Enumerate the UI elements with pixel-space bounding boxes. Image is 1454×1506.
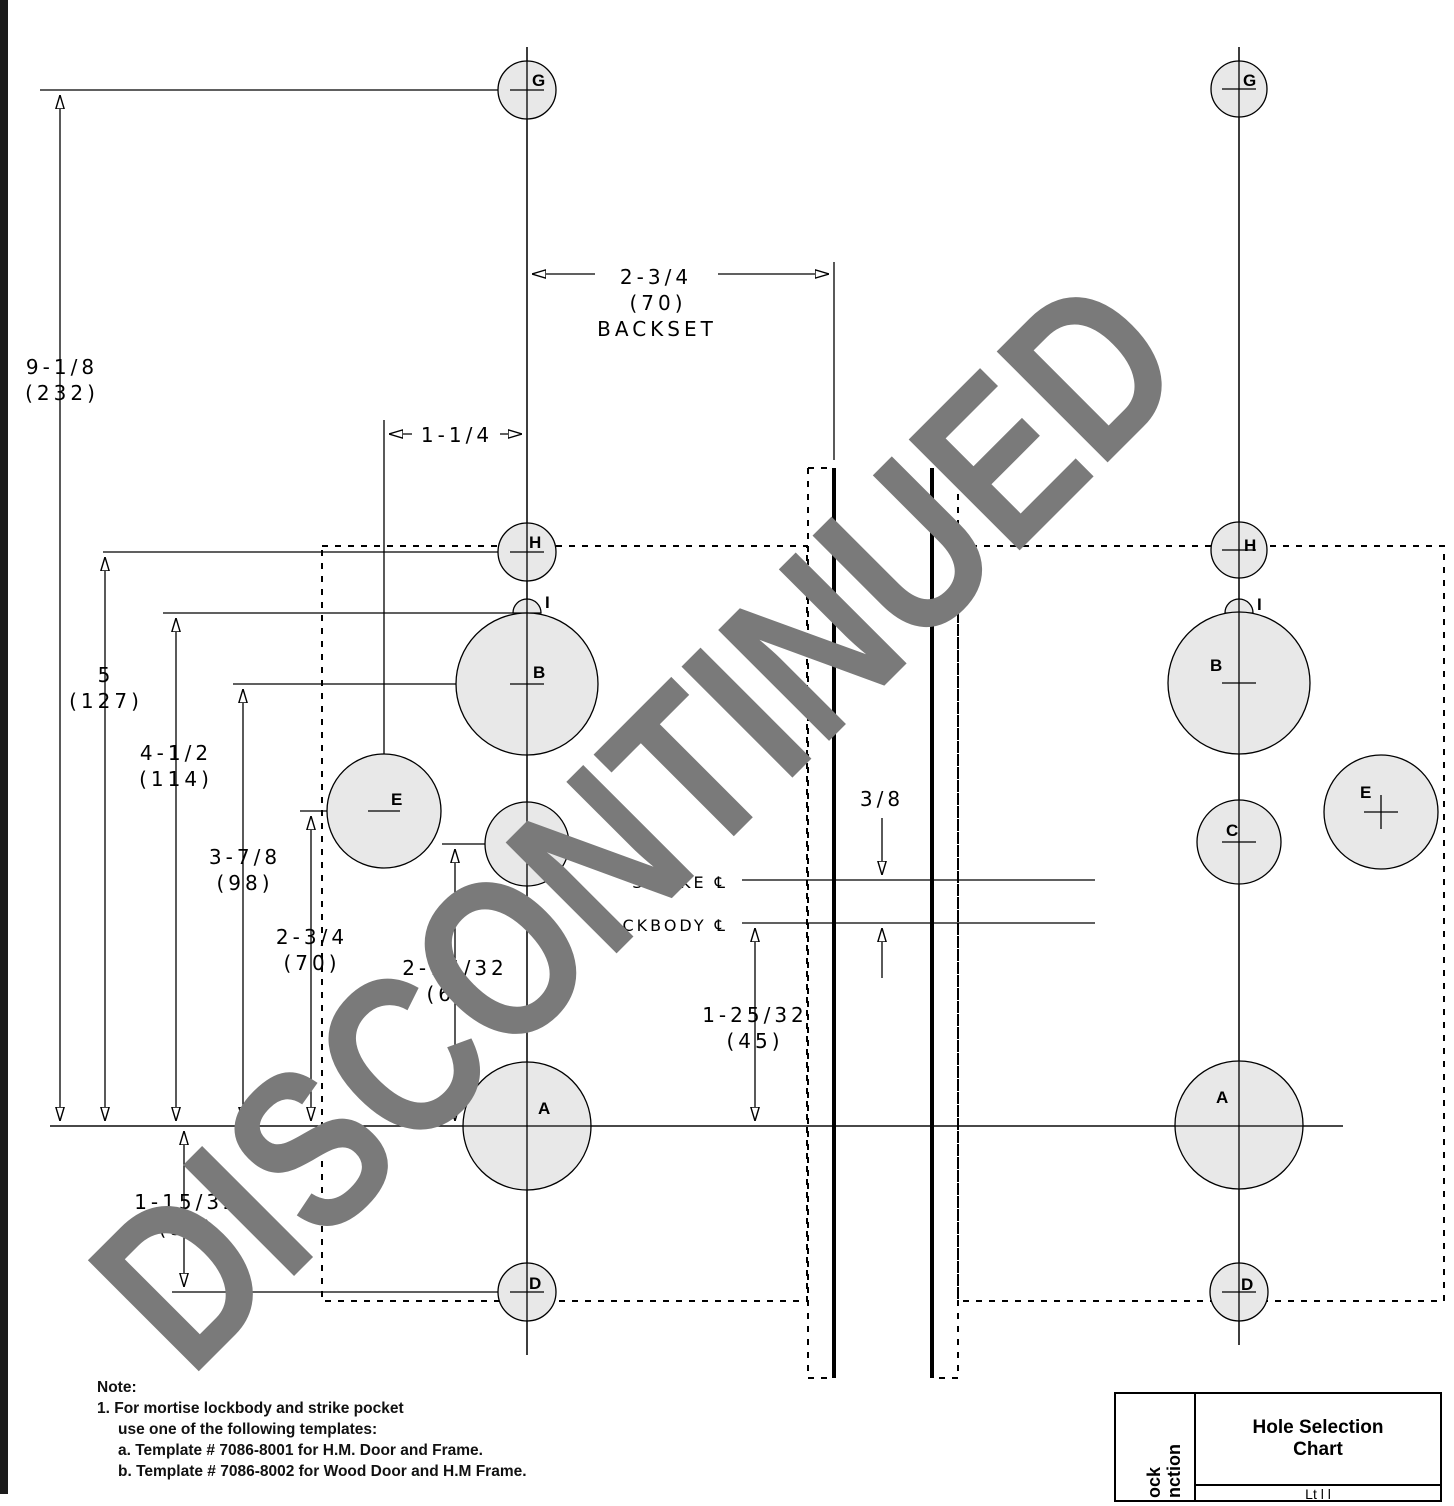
chart-subheader: Lt l l (1305, 1486, 1331, 1502)
notes-block: Note: 1. For mortise lockbody and strike… (97, 1377, 737, 1482)
label-b-right: B (1210, 656, 1222, 675)
dim-backset-mm: (70) (629, 291, 686, 315)
dim-h: 5 (98, 663, 115, 687)
dim-e: 2-3/4 (276, 925, 348, 949)
chart-title: Hole Selection Chart (1196, 1394, 1440, 1486)
strike-centerline-label: STRIKE ℄ (632, 873, 728, 892)
dim-c: 2-15/32 (402, 956, 508, 980)
chart-side-column: ock nction (1116, 1394, 1196, 1500)
discontinued-watermark: DISCONTINUED (45, 231, 1229, 1415)
label-c-right: C (1226, 821, 1238, 840)
dim-h-mm: (127) (69, 689, 143, 713)
label-h-right: H (1244, 536, 1256, 555)
dim-d-mm: (37) (158, 1216, 215, 1240)
dim-backset: 2-3/4 (620, 265, 692, 289)
dim-b-mm: (98) (216, 871, 273, 895)
label-d-right: D (1241, 1275, 1253, 1294)
dim-overall: 9-1/8 (26, 355, 98, 379)
label-a-left: A (538, 1099, 550, 1118)
note-line: use one of the following templates: (118, 1421, 378, 1438)
chart-side-label: ock nction (1144, 1444, 1184, 1498)
dim-c-mm: (63) (426, 982, 483, 1006)
dim-strike-offset: 3/8 (860, 787, 904, 811)
dim-lockbody: 1-25/32 (702, 1003, 808, 1027)
dim-lockbody-mm: (45) (726, 1029, 783, 1053)
dim-backset-label: BACKSET (597, 317, 717, 341)
label-g-right: G (1243, 71, 1256, 90)
dim-i-mm: (114) (139, 767, 213, 791)
label-e-right: E (1360, 783, 1371, 802)
note-line: a. Template # 7086-8001 for H.M. Door an… (118, 1442, 483, 1459)
dim-e-offset: 1-1/4 (421, 423, 493, 447)
note-line: b. Template # 7086-8002 for Wood Door an… (118, 1463, 527, 1480)
dim-e-mm: (70) (283, 951, 340, 975)
dim-i: 4-1/2 (140, 741, 212, 765)
label-i-right: I (1257, 595, 1262, 614)
note-line: 1. For mortise lockbody and strike pocke… (97, 1400, 404, 1417)
left-border (0, 0, 8, 1494)
label-b-left: B (533, 663, 545, 682)
notes-heading: Note: (97, 1379, 137, 1396)
label-c-left: C (533, 825, 545, 844)
dim-overall-mm: (232) (25, 381, 99, 405)
dim-d: 1-15/32 (134, 1190, 240, 1214)
label-e-left: E (391, 790, 402, 809)
dim-b: 3-7/8 (209, 845, 281, 869)
label-i-left: I (545, 593, 550, 612)
label-h-left: H (529, 533, 541, 552)
label-a-right: A (1216, 1088, 1228, 1107)
label-g-left: G (532, 71, 545, 90)
lockbody-centerline-label: LOCKBODY ℄ (596, 916, 728, 935)
strike-outline (957, 545, 1445, 1302)
hole-selection-chart: ock nction Hole Selection Chart Lt l l (1114, 1392, 1442, 1502)
label-d-left: D (529, 1274, 541, 1293)
